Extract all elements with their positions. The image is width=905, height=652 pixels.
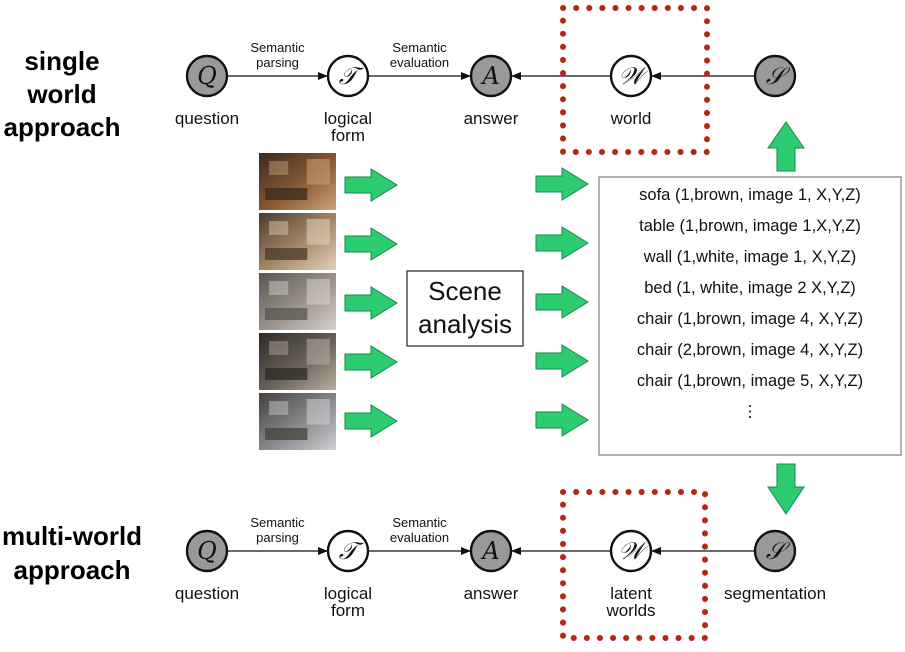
green-arrow-down (767, 463, 805, 515)
node-label: answer (464, 584, 519, 603)
node-scene (753, 529, 797, 573)
node-world (609, 529, 653, 573)
edge-label: Semantic (392, 40, 447, 55)
green-arrow-right (344, 168, 398, 202)
edge-label: parsing (256, 55, 299, 70)
green-arrows-to-facts (535, 167, 589, 437)
fact-line: sofa (1,brown, image 1, X,Y,Z) (639, 186, 861, 204)
edge-label: evaluation (390, 530, 449, 545)
fact-line: wall (1,white, image 1, X,Y,Z) (643, 248, 856, 266)
node-logical-form (326, 54, 370, 98)
room-thumbnail-2 (259, 213, 336, 270)
node-question (185, 529, 229, 573)
green-arrow-right (344, 345, 398, 379)
multi-world-approach-label: multi-world approach (2, 521, 142, 585)
node-answer (469, 529, 513, 573)
scene-analysis-box: Scene analysis (406, 270, 524, 347)
green-arrow-right (344, 404, 398, 438)
node-symbol: A (480, 537, 499, 565)
node-symbol: Q (197, 62, 217, 90)
node-label: latent (610, 584, 652, 603)
approach-label-line: world (26, 79, 96, 109)
green-arrow-right (535, 344, 589, 378)
green-arrow-right (535, 403, 589, 437)
node-label: segmentation (724, 584, 826, 603)
node-logical-form (326, 529, 370, 573)
node-label: world (610, 109, 652, 128)
node-label: form (331, 601, 365, 620)
room-thumbnail-5 (259, 393, 336, 450)
edge-label: Semantic (250, 515, 305, 530)
green-arrow-right (344, 286, 398, 320)
facts-ellipsis: ⋮ (742, 403, 759, 421)
green-arrows-to-scene-analysis (344, 168, 398, 438)
green-arrow-right (535, 226, 589, 260)
green-arrow-right (344, 227, 398, 261)
approach-label-line: approach (13, 555, 130, 585)
node-label: logical (324, 584, 372, 603)
node-label: worlds (605, 601, 655, 620)
node-label: question (175, 584, 239, 603)
green-arrow-up (767, 121, 805, 172)
node-symbol: Q (197, 537, 217, 565)
node-scene (753, 54, 797, 98)
scene-analysis-line: analysis (418, 309, 512, 339)
node-world (609, 54, 653, 98)
node-label: logical (324, 109, 372, 128)
image-thumbnails (259, 153, 336, 450)
edge-label: Semantic (392, 515, 447, 530)
edge-label: evaluation (390, 55, 449, 70)
fact-line: chair (1,brown, image 5, X,Y,Z) (637, 372, 863, 390)
node-label: form (331, 126, 365, 145)
approach-label-line: multi-world (2, 521, 142, 551)
facts-box: sofa (1,brown, image 1, X,Y,Z) table (1,b… (598, 176, 902, 456)
facts-frame (598, 176, 902, 456)
single-world-approach-label: single world approach (3, 46, 120, 142)
approach-label-line: single (24, 46, 99, 76)
multi-world-pipeline: SemanticparsingSemanticevaluationQquesti… (175, 515, 826, 620)
fact-line: chair (2,brown, image 4, X,Y,Z) (637, 341, 863, 359)
node-label: question (175, 109, 239, 128)
edge-label: parsing (256, 530, 299, 545)
approach-label-line: approach (3, 112, 120, 142)
room-thumbnail-3 (259, 273, 336, 330)
node-answer (469, 54, 513, 98)
green-arrow-right (535, 167, 589, 201)
fact-line: bed (1, white, image 2 X,Y,Z) (644, 279, 856, 297)
fact-line: chair (1,brown, image 4, X,Y,Z) (637, 310, 863, 328)
room-thumbnail-4 (259, 333, 336, 390)
node-symbol: A (480, 62, 499, 90)
node-question (185, 54, 229, 98)
scene-analysis-frame (406, 270, 524, 347)
room-thumbnail-1 (259, 153, 336, 210)
node-label: answer (464, 109, 519, 128)
green-arrow-right (535, 285, 589, 319)
single-world-pipeline: SemanticparsingSemanticevaluationQquesti… (175, 40, 797, 145)
scene-analysis-line: Scene (428, 276, 502, 306)
fact-line: table (1,brown, image 1,X,Y,Z) (639, 217, 861, 235)
edge-label: Semantic (250, 40, 305, 55)
